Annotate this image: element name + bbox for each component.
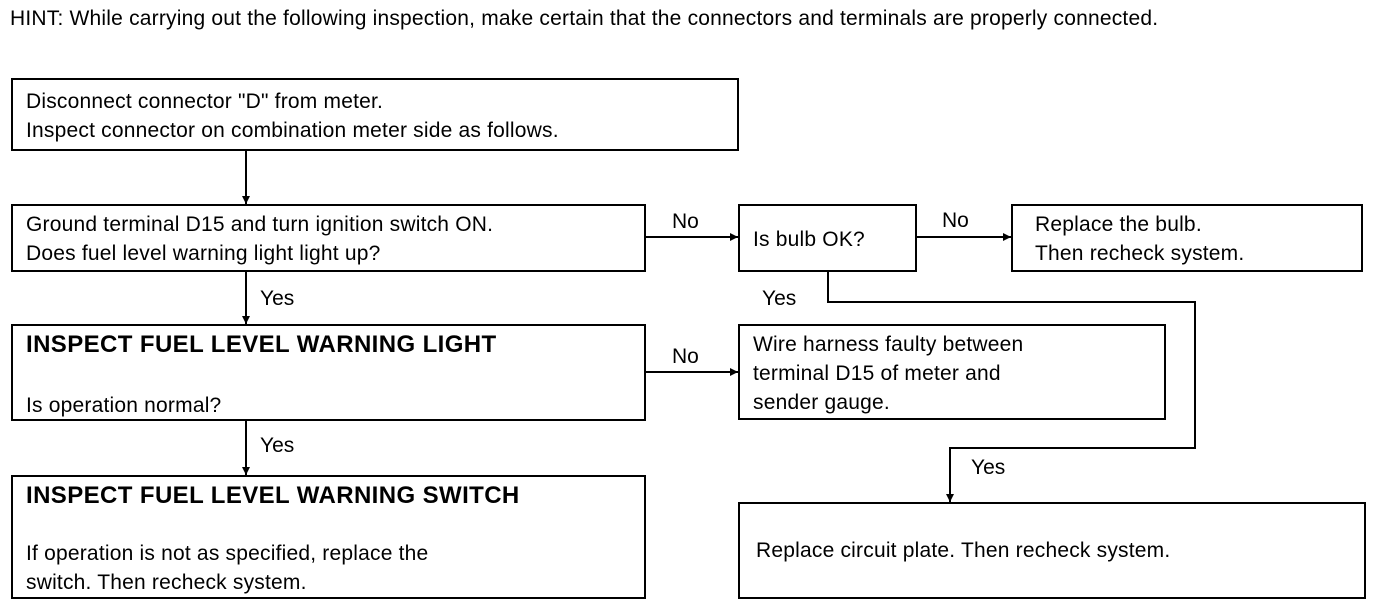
- step-replace-bulb-line1: Replace the bulb.: [1035, 213, 1202, 236]
- step-wire-harness-box: Wire harness faulty between terminal D15…: [738, 324, 1166, 420]
- step-wire-harness-line3: sender gauge.: [753, 391, 890, 414]
- step-inspect-light-question: Is operation normal?: [26, 394, 222, 417]
- step-replace-bulb-box: Replace the bulb. Then recheck system.: [1011, 204, 1363, 272]
- label-no-bulb-to-replace: No: [942, 209, 969, 232]
- hint-text: HINT: While carrying out the following i…: [10, 7, 1159, 30]
- step-wire-harness-line2: terminal D15 of meter and: [753, 362, 1001, 385]
- label-yes-to-plate: Yes: [971, 456, 1006, 479]
- step-ground-line1: Ground terminal D15 and turn ignition sw…: [26, 213, 494, 236]
- label-yes-bulb-to-plate: Yes: [762, 287, 797, 310]
- step-inspect-light-box: INSPECT FUEL LEVEL WARNING LIGHT Is oper…: [11, 324, 646, 421]
- step-inspect-switch-title: INSPECT FUEL LEVEL WARNING SWITCH: [26, 482, 520, 509]
- step-ground-box: Ground terminal D15 and turn ignition sw…: [11, 204, 646, 272]
- step-bulb-box: Is bulb OK?: [738, 204, 917, 272]
- step-replace-bulb-line2: Then recheck system.: [1035, 242, 1245, 265]
- arrow-bulb-to-plate: [827, 271, 1196, 502]
- step-replace-plate-box: Replace circuit plate. Then recheck syst…: [738, 502, 1366, 599]
- step-wire-harness-line1: Wire harness faulty between: [753, 333, 1024, 356]
- step-bulb-text: Is bulb OK?: [753, 228, 865, 251]
- label-yes-light-to-switch: Yes: [260, 434, 295, 457]
- label-no-light-to-harness: No: [672, 345, 699, 368]
- step-disconnect-box: Disconnect connector "D" from meter. Ins…: [11, 78, 739, 151]
- label-yes-ground-to-light: Yes: [260, 287, 295, 310]
- step-disconnect-line1: Disconnect connector "D" from meter.: [26, 90, 384, 113]
- step-inspect-switch-line1: If operation is not as specified, replac…: [26, 542, 429, 565]
- step-inspect-switch-line2: switch. Then recheck system.: [26, 571, 307, 594]
- step-disconnect-line2: Inspect connector on combination meter s…: [26, 119, 559, 142]
- label-no-ground-to-bulb: No: [672, 210, 699, 233]
- step-inspect-light-title: INSPECT FUEL LEVEL WARNING LIGHT: [26, 331, 497, 358]
- step-ground-line2: Does fuel level warning light light up?: [26, 242, 381, 265]
- step-inspect-switch-box: INSPECT FUEL LEVEL WARNING SWITCH If ope…: [11, 475, 646, 599]
- step-replace-plate-text: Replace circuit plate. Then recheck syst…: [756, 539, 1171, 562]
